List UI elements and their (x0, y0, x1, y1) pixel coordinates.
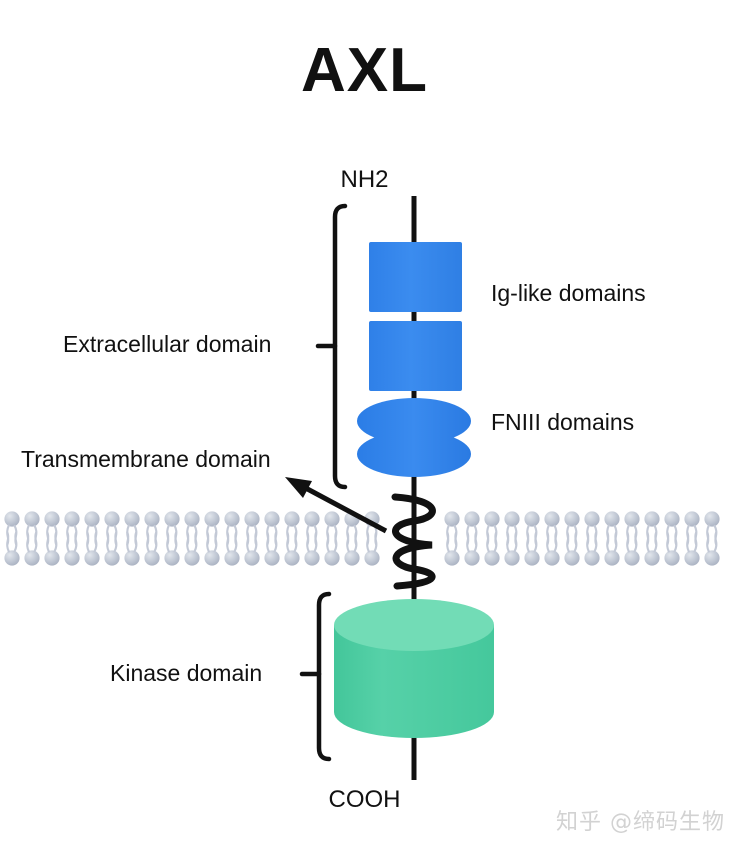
extracellular-domain-label: Extracellular domain (63, 331, 272, 357)
ig-like-domain-2 (369, 321, 462, 391)
kinase-domain-cylinder (334, 599, 494, 738)
membrane-inner-leaflet (3, 531, 721, 567)
page-title: AXL (301, 36, 428, 105)
transmembrane-pointer-arrow (285, 477, 388, 534)
ig-like-domain-1 (369, 242, 462, 312)
watermark: 知乎 @缔码生物 (556, 810, 725, 835)
fniii-domain-1 (357, 398, 471, 444)
transmembrane-helix (391, 493, 436, 590)
fniii-domain-2 (357, 431, 471, 477)
ig-like-domains-label: Ig-like domains (491, 280, 646, 306)
transmembrane-domain-label: Transmembrane domain (21, 446, 271, 472)
kinase-domain-label: Kinase domain (110, 660, 263, 686)
fniii-domain-group (357, 398, 471, 477)
fniii-domains-label: FNIII domains (491, 409, 635, 435)
c-terminus-label: COOH (328, 786, 401, 813)
n-terminus-label: NH2 (340, 166, 389, 193)
kinase-domain-bracket (316, 591, 332, 762)
ig-like-domain-group (369, 242, 462, 391)
